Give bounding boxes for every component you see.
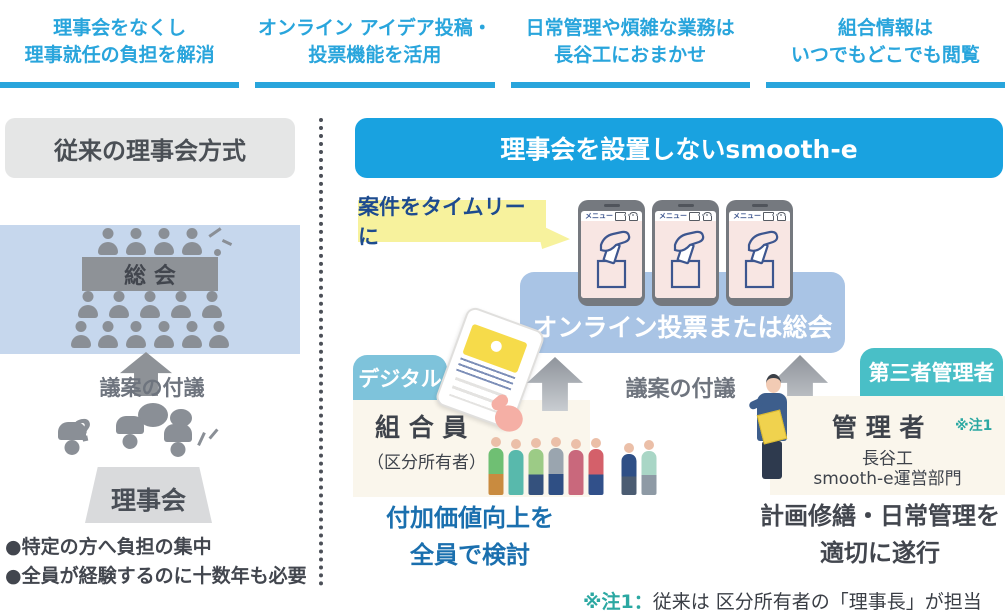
- person-icon: [108, 291, 130, 318]
- audience-row-1: [75, 291, 225, 318]
- drawback-bullet-1: ●特定の方へ負担の集中: [5, 536, 212, 558]
- resident-icon: [547, 437, 564, 495]
- benefit-box-2: オンライン アイデア投稿・ 投票機能を活用: [255, 2, 495, 88]
- spark-icon: [221, 239, 233, 246]
- phone-menu-label: メニュー: [585, 212, 613, 220]
- board-table: 理事会: [85, 467, 212, 523]
- mail-icon: [615, 211, 626, 221]
- resident-icon: [587, 438, 604, 495]
- benefit-box-3: 日常管理や煩雑な業務は 長谷工におまかせ: [510, 2, 750, 88]
- bell-icon: [703, 211, 712, 221]
- ballot-vote-icon: [581, 221, 642, 298]
- phone-menu-label: メニュー: [733, 212, 761, 220]
- members-outcome-line1: 付加価値向上を: [386, 504, 554, 532]
- manager-outcome-line1: 計画修繕・日常管理を: [760, 502, 1000, 530]
- person-icon: [97, 228, 119, 255]
- footnote: ※注1： 従来は 区分所有者の「理事長」が担当: [583, 587, 982, 613]
- phone-speaker-icon: [603, 204, 620, 207]
- manager-box: 管 理 者 ※注1 長谷工 smooth-e運営部門: [770, 396, 1005, 495]
- benefit-1-line1: 理事会をなくし: [53, 17, 187, 39]
- thought-bubble-icon: [170, 409, 192, 427]
- footnote-ref: ※注1：: [583, 591, 653, 613]
- phone-icon: メニュー: [652, 200, 719, 306]
- resident-icon: [567, 439, 584, 495]
- mail-icon: [689, 211, 700, 221]
- drawback-bullets: ●特定の方へ負担の集中 ●全員が経験するのに十数年も必要: [5, 533, 307, 591]
- phone-menu-label: メニュー: [659, 212, 687, 220]
- third-party-manager-label: 第三者管理者: [860, 348, 1003, 396]
- resident-icon: [487, 437, 504, 495]
- person-icon: [170, 291, 192, 318]
- members-title: 組 合 員: [375, 413, 468, 442]
- person-icon: [125, 321, 147, 348]
- digital-label: デジタル: [353, 355, 447, 400]
- smooth-e-header: 理事会を設置しないsmooth-e: [355, 118, 1003, 178]
- person-icon: [125, 228, 147, 255]
- bell-icon: [629, 211, 638, 221]
- benefit-box-4: 組合情報は いつでもどこでも閲覧: [765, 2, 1005, 88]
- person-icon: [98, 321, 120, 348]
- person-icon: [70, 321, 92, 348]
- benefit-3-line1: 日常管理や煩雑な業務は: [525, 17, 735, 39]
- residents-group: [487, 437, 657, 495]
- general-assembly-panel: 総 会: [0, 225, 300, 354]
- assembly-back-row: [90, 228, 210, 255]
- person-icon: [153, 228, 175, 255]
- manager-outcome-line2: 適切に遂行: [820, 539, 940, 567]
- person-icon: [208, 321, 230, 348]
- spark-icon: [214, 249, 221, 256]
- manager-org-line2: smooth-e運営部門: [813, 469, 962, 489]
- ballot-vote-icon: [655, 221, 716, 298]
- left-arrow-caption: 議案の付議: [99, 376, 205, 400]
- assembly-table: 総 会: [82, 257, 218, 291]
- right-arrow-caption: 議案の付議: [625, 377, 736, 402]
- manager-org-line1: 長谷工: [862, 449, 913, 469]
- benefit-4-line1: 組合情報は: [837, 17, 933, 39]
- person-icon: [181, 228, 203, 255]
- members-outcome: 付加価値向上を 全員で検討: [360, 500, 580, 574]
- ballot-vote-icon: [729, 221, 790, 298]
- mail-icon: [763, 211, 774, 221]
- drawback-bullet-2: ●全員が経験するのに十数年も必要: [5, 565, 307, 587]
- benefit-box-1: 理事会をなくし 理事就任の負担を解消: [0, 2, 240, 88]
- person-icon: [139, 291, 161, 318]
- phone-speaker-icon: [677, 204, 694, 207]
- manager-person-icon: [766, 374, 781, 393]
- audience-row-2: [70, 321, 230, 348]
- members-outcome-line2: 全員で検討: [410, 541, 530, 569]
- timely-tag: 案件をタイムリーに: [358, 195, 546, 249]
- footnote-text: 従来は 区分所有者の「理事長」が担当: [652, 591, 982, 613]
- spark-icon: [208, 227, 222, 238]
- benefit-2-line2: 投票機能を活用: [308, 44, 442, 66]
- benefit-row: 理事会をなくし 理事就任の負担を解消 オンライン アイデア投稿・ 投票機能を活用…: [0, 2, 1005, 88]
- manager-outcome: 計画修繕・日常管理を 適切に遂行: [755, 498, 1005, 572]
- person-icon: [181, 321, 203, 348]
- traditional-method-header: 従来の理事会方式: [5, 118, 295, 178]
- phone-icon: メニュー: [578, 200, 645, 306]
- manager-person-icon: [762, 441, 782, 479]
- person-icon: [77, 291, 99, 318]
- bell-icon: [777, 211, 786, 221]
- person-icon: [153, 321, 175, 348]
- person-icon: [201, 291, 223, 318]
- resident-icon: [620, 443, 637, 495]
- phone-speaker-icon: [751, 204, 768, 207]
- phone-icon: メニュー: [726, 200, 793, 306]
- spark-icon: [197, 432, 206, 446]
- benefit-1-line2: 理事就任の負担を解消: [24, 44, 215, 66]
- manager-note-ref: ※注1: [955, 418, 993, 434]
- manager-title: 管 理 者: [832, 413, 925, 442]
- resident-icon: [640, 440, 657, 495]
- benefit-4-line2: いつでもどこでも閲覧: [790, 44, 980, 66]
- resident-icon: [507, 439, 524, 495]
- spark-icon: [208, 428, 219, 440]
- members-subtitle: （区分所有者）: [367, 453, 486, 473]
- benefit-2-line1: オンライン アイデア投稿・: [258, 17, 492, 39]
- benefit-3-line2: 長谷工におまかせ: [554, 44, 707, 66]
- section-divider: [319, 118, 323, 586]
- resident-icon: [527, 438, 544, 495]
